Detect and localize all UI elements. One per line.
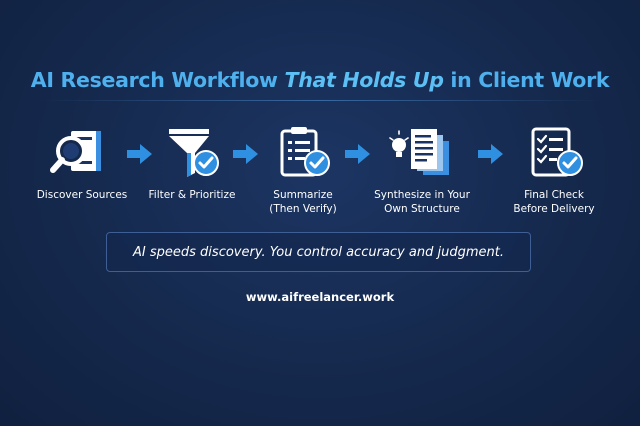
arrow-right-icon [127,144,152,164]
key-message-text: AI speeds discovery. You control accurac… [133,244,504,260]
magnifier-document-icon [47,125,117,181]
clipboard-check-icon [268,125,338,181]
arrow-right-icon [345,144,370,164]
checklist-check-icon [519,125,589,181]
lightbulb-documents-icon [387,125,457,181]
step-label: Filter & Prioritize [148,189,236,201]
website-url: www.aifreelancer.work [245,290,395,304]
step-final-check: Final Check Before Delivery [494,125,614,216]
step-label: Synthesize in Your Own Structure [374,189,470,215]
key-message-box: AI speeds discovery. You control accurac… [106,232,531,272]
step-discover-sources: Discover Sources [22,125,142,202]
step-label: Discover Sources [36,189,128,201]
step-filter-prioritize: Filter & Prioritize [132,125,252,202]
title-part-3: in Client Work [443,68,610,92]
arrow-right-icon [233,144,258,164]
title-divider [40,100,600,101]
title-part-1: AI Research Workflow [30,68,285,92]
arrow-right-icon [478,144,503,164]
title-part-2: That Holds Up [284,68,444,92]
funnel-check-icon [157,125,227,181]
step-label: Final Check Before Delivery [513,189,595,215]
page-title: AI Research Workflow That Holds Up in Cl… [0,68,640,92]
step-synthesize: Synthesize in Your Own Structure [362,125,482,216]
step-label: Summarize (Then Verify) [269,189,337,215]
step-summarize: Summarize (Then Verify) [243,125,363,216]
